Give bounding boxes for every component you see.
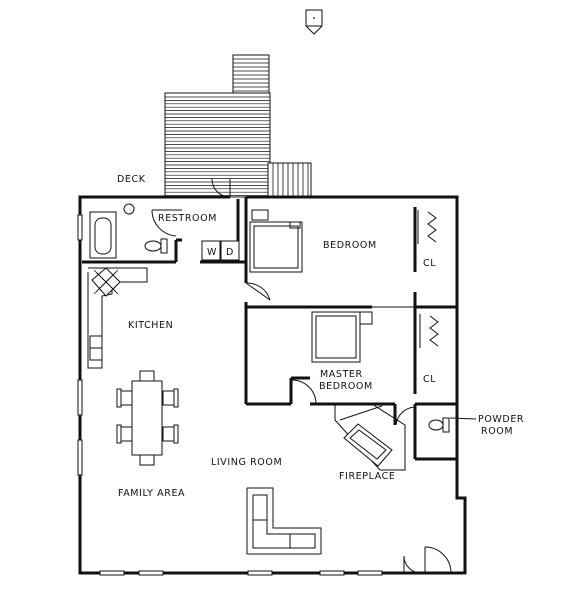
washer-dryer: W D (201, 240, 240, 261)
label-bedroom: BEDROOM (323, 240, 377, 251)
dryer-label: D (226, 247, 234, 258)
bed-bedroom-icon (249, 209, 303, 273)
deck-stairs-lower (267, 162, 312, 198)
window (247, 570, 273, 576)
restroom-sink-icon (123, 203, 135, 215)
label-restroom: RESTROOM (158, 213, 217, 224)
label-closet-1: CL (423, 258, 436, 269)
doors (151, 209, 452, 574)
chair (139, 454, 155, 466)
label-powder-room-2: ROOM (481, 426, 513, 437)
window (319, 570, 345, 576)
kitchen-counters (87, 267, 148, 369)
sofa-icon (246, 487, 322, 555)
label-kitchen: KITCHEN (128, 320, 173, 331)
chair-back (116, 388, 122, 408)
toilet-icon (144, 238, 168, 254)
label-closet-2: CL (423, 374, 436, 385)
window (77, 379, 83, 416)
label-fireplace: FIREPLACE (339, 471, 395, 482)
window (77, 439, 83, 476)
exterior-walls (78, 178, 467, 575)
dining-table (116, 370, 179, 466)
label-deck: DECK (117, 174, 146, 185)
label-master-bedroom-2: BEDROOM (319, 381, 373, 392)
label-powder-room-1: POWDER (478, 414, 524, 425)
windows (77, 214, 383, 576)
chair-back (173, 424, 179, 444)
label-family-area: FAMILY AREA (118, 488, 185, 499)
window (138, 570, 164, 576)
window (99, 570, 125, 576)
powder-room-leader (449, 417, 477, 420)
bed-master-icon (311, 311, 373, 363)
window (357, 570, 383, 576)
bathtub-icon (89, 211, 117, 259)
north-marker-icon (305, 9, 323, 35)
chair-back (116, 424, 122, 444)
label-living-room: LIVING ROOM (211, 457, 282, 468)
deck-stairs-upper (232, 54, 270, 94)
fireplace-icon (343, 423, 393, 467)
washer-label: W (207, 247, 217, 258)
label-master-bedroom-1: MASTER (320, 369, 363, 380)
chair-back (173, 388, 179, 408)
deck (164, 92, 271, 198)
powder-toilet-icon (428, 417, 450, 433)
chair (139, 370, 155, 382)
stove-icon (91, 267, 121, 297)
window (77, 214, 83, 241)
